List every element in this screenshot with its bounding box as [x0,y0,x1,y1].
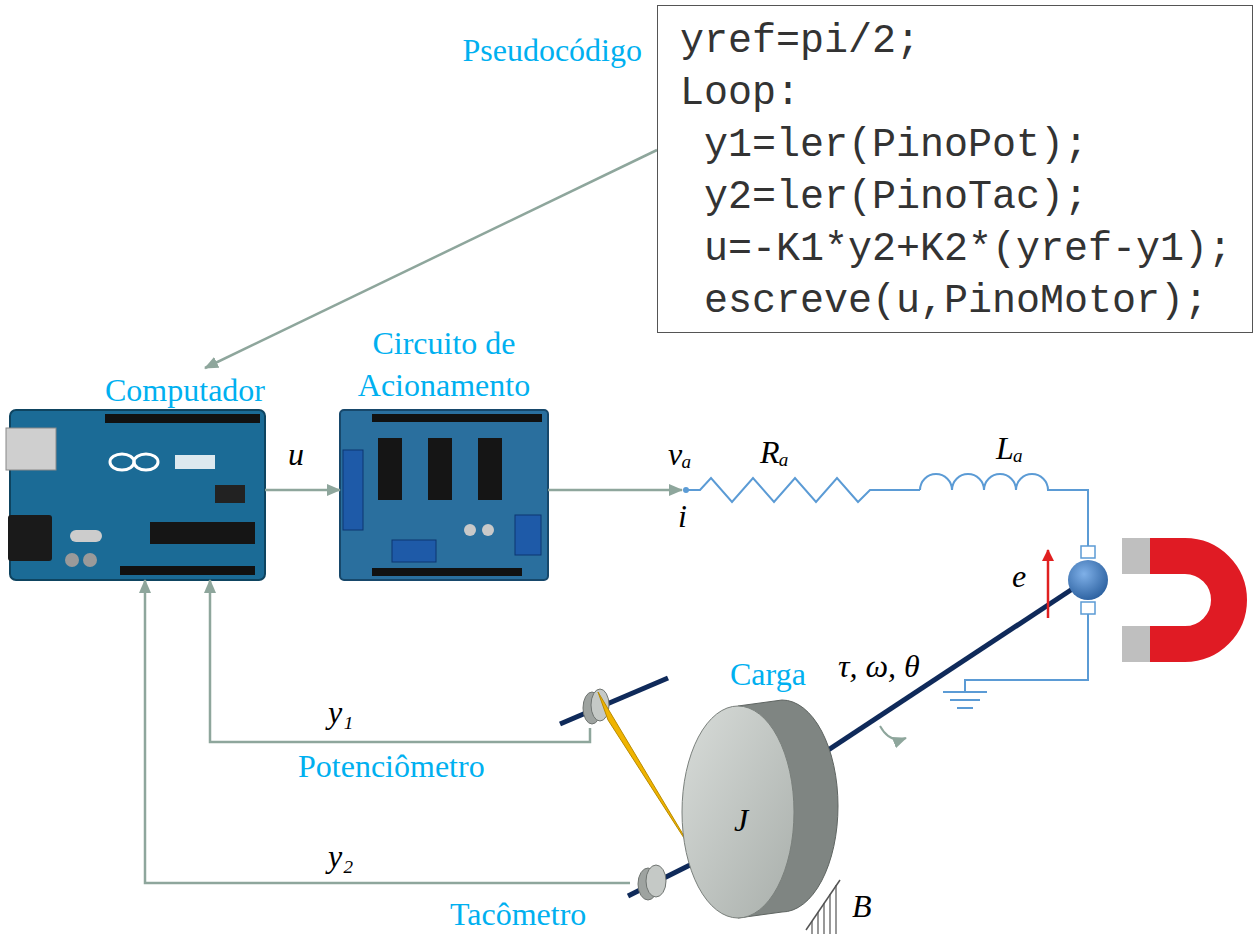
ground-symbol [943,691,987,693]
board-marking [175,455,215,469]
load-disc-face [682,706,794,918]
capacitor [482,524,494,536]
motor-shield [340,410,548,580]
ground-symbol [957,707,973,709]
resistance-label: Rₐ [760,434,789,470]
component-label: Circuito de Acionamento [340,322,548,406]
tachometer: Tacômetro [630,866,666,900]
drive-arrow [548,489,682,492]
logo-mark [110,454,134,470]
signal-label: y₁ [328,694,353,730]
rotation-arrow [880,726,906,740]
current-label: i [678,498,687,534]
emf-label: e [1012,558,1026,594]
pin-header [120,566,255,575]
ground-symbol [950,699,980,701]
friction-hatch [812,885,836,934]
shaft-variables-label: τ, ω, θ [838,648,920,684]
pin-header [105,414,260,423]
code-line: y2=ler(PinoTac); [658,172,1088,224]
heading-label: Pseudocódigo [462,32,642,68]
computer-board: Computador [10,368,265,580]
driver-chip [428,438,452,500]
component-label: Carga [730,656,806,692]
driver-chip [378,438,402,500]
ground-wire [965,614,1088,692]
capacitor [83,553,97,567]
small-chip [215,485,245,503]
motor-brush [1081,546,1095,558]
microcontroller-chip [150,522,255,544]
pin-header [372,568,522,576]
signal-label: y₂ [328,838,353,874]
driver-board: Circuito de Acionamento [340,322,548,580]
friction-label: B [852,888,872,924]
pseudocode-box: Pseudocódigoyref=pi/2;Loop:y1=ler(PinoPo… [657,5,1253,333]
potentiometer: Potenciômetro [570,690,610,728]
driver-chip [478,438,502,500]
component-label: Tacômetro [450,896,586,932]
motor-armature [1068,560,1108,600]
terminal-block [343,450,363,530]
voltage-label: vₐ [668,436,692,472]
usb-connector [6,428,56,470]
friction-ground [806,880,840,930]
resistor-symbol [686,478,920,502]
terminal-block [515,515,541,555]
inductor-symbol [920,474,1088,546]
inductance-label: Lₐ [996,430,1023,466]
code-line: Loop: [658,68,800,120]
capacitor [464,524,476,536]
capacitor [65,553,79,567]
code-line: yref=pi/2; [658,16,920,68]
arduino-board [6,410,265,580]
code-line: y1=ler(PinoPot); [658,120,1088,172]
component-label: Potenciômetro [298,748,485,784]
code-line: escreve(u,PinoMotor); [658,276,1208,328]
board-pcb [340,410,548,580]
inertia-symbol: J [734,802,748,838]
magnet-pole [1122,538,1150,574]
signal-arrow [210,580,590,742]
signal-label: u [288,436,304,472]
tachometer-body [646,865,666,897]
component-label: Computador [10,368,265,408]
terminal-block [392,540,436,562]
crystal [70,530,102,542]
potentiometer-shaft [560,678,668,724]
logo-mark [134,454,158,470]
motor-brush [1081,602,1095,614]
load-inertia: CargaJ [680,656,840,920]
power-jack [8,515,52,561]
signal-arrow [265,489,340,492]
code-line: u=-K1*y2+K2*(yref-y1); [658,224,1232,276]
emf-arrow [1047,550,1050,618]
pin-header [372,414,542,422]
magnet-pole [1122,626,1150,662]
signal-arrow [145,580,630,883]
